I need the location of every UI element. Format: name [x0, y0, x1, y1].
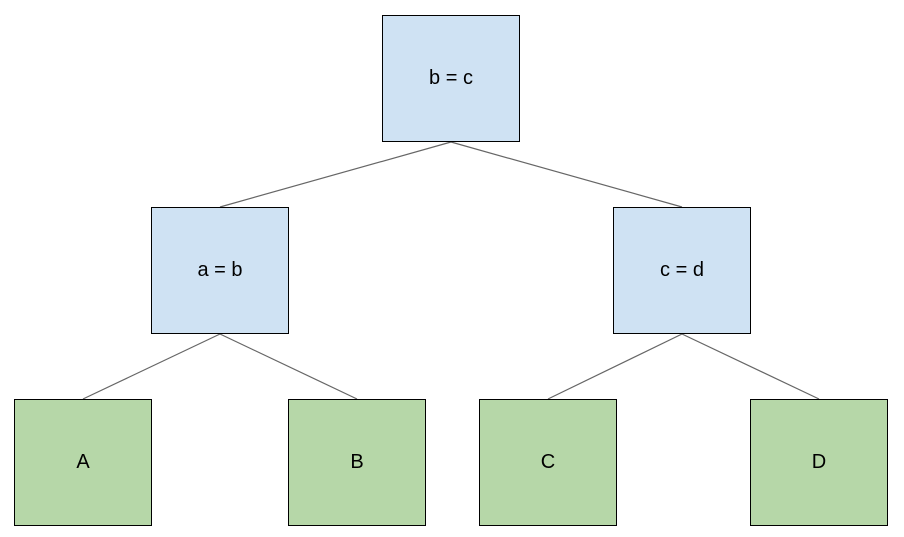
tree-node-a-eq-b: a = b — [151, 207, 289, 334]
node-label: A — [76, 451, 90, 473]
node-label: a = b — [197, 259, 243, 281]
tree-node-leaf-a: A — [14, 399, 152, 526]
edge-line-right-C — [547, 333, 683, 400]
node-label: b = c — [429, 67, 473, 89]
edge-line-root-right — [450, 141, 683, 208]
node-label: B — [350, 451, 364, 473]
edge-line-left-B — [219, 333, 358, 400]
node-label: C — [540, 451, 556, 473]
tree-node-leaf-d: D — [750, 399, 888, 526]
tree-node-b-eq-c: b = c — [382, 15, 520, 142]
tree-node-leaf-c: C — [479, 399, 617, 526]
node-label: D — [811, 451, 827, 473]
tree-node-leaf-b: B — [288, 399, 426, 526]
edge-line-right-D — [681, 333, 820, 400]
edge-line-left-A — [82, 333, 221, 400]
node-label: c = d — [660, 259, 704, 281]
tree-node-c-eq-d: c = d — [613, 207, 751, 334]
edge-line-root-left — [219, 141, 452, 208]
